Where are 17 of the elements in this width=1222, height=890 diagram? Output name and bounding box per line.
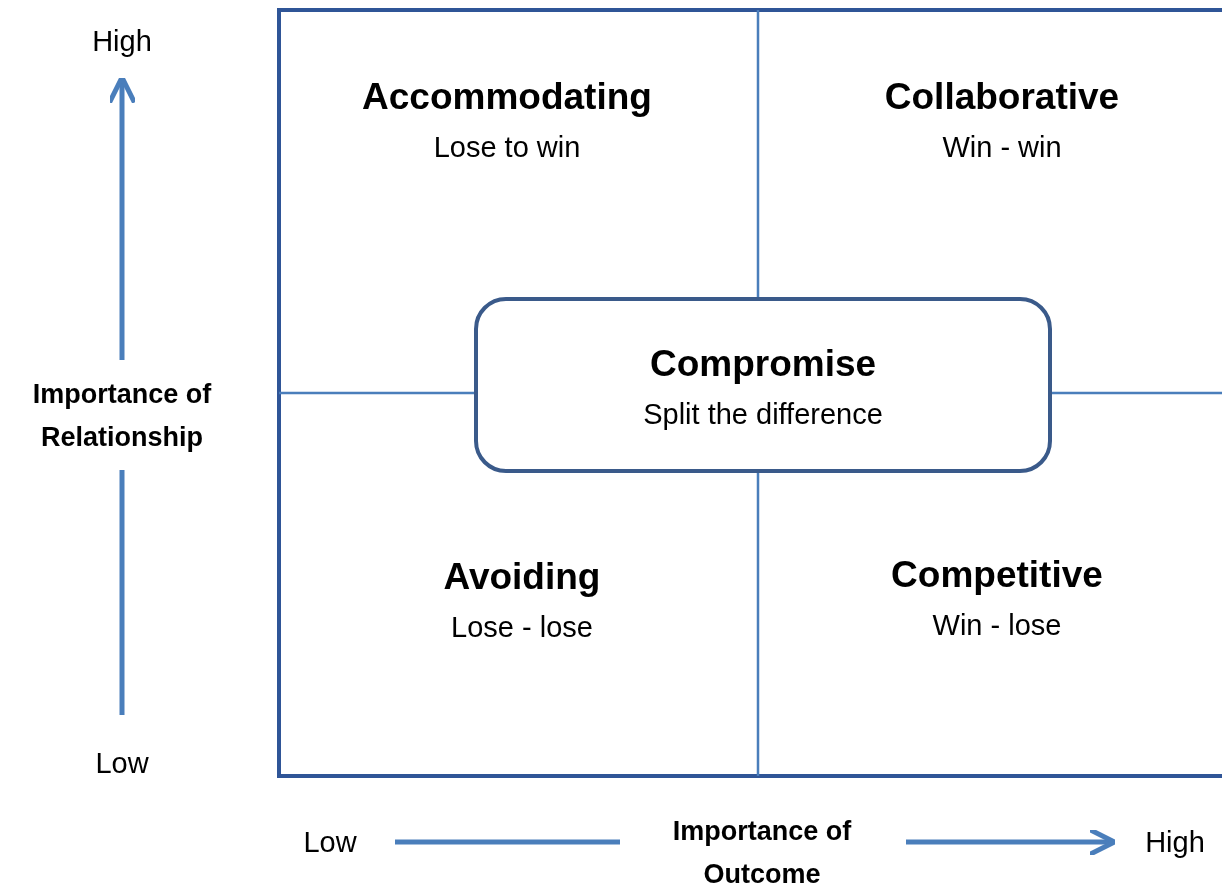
quadrant-title: Compromise: [648, 342, 878, 386]
quadrant-subtitle: Lose to win: [432, 130, 582, 165]
rounded-box: [474, 297, 1052, 473]
quadrant-subtitle: Win - lose: [931, 608, 1063, 643]
axis-end-label: High: [91, 24, 153, 59]
quadrant-subtitle: Win - win: [941, 130, 1063, 165]
quadrant-title: Accommodating: [361, 75, 653, 119]
axis-title: Importance of Relationship: [31, 378, 213, 454]
axis-end-label: Low: [94, 746, 150, 781]
axis-end-label: High: [1144, 825, 1206, 860]
quadrant-title: Avoiding: [442, 555, 602, 599]
quadrant-title: Collaborative: [883, 75, 1121, 119]
axis-title: Importance of Outcome: [671, 815, 853, 890]
axis-end-label: Low: [302, 825, 358, 860]
quadrant-subtitle: Lose - lose: [450, 610, 594, 645]
quadrant-subtitle: Split the difference: [642, 397, 884, 432]
quadrant-title: Competitive: [890, 553, 1104, 597]
